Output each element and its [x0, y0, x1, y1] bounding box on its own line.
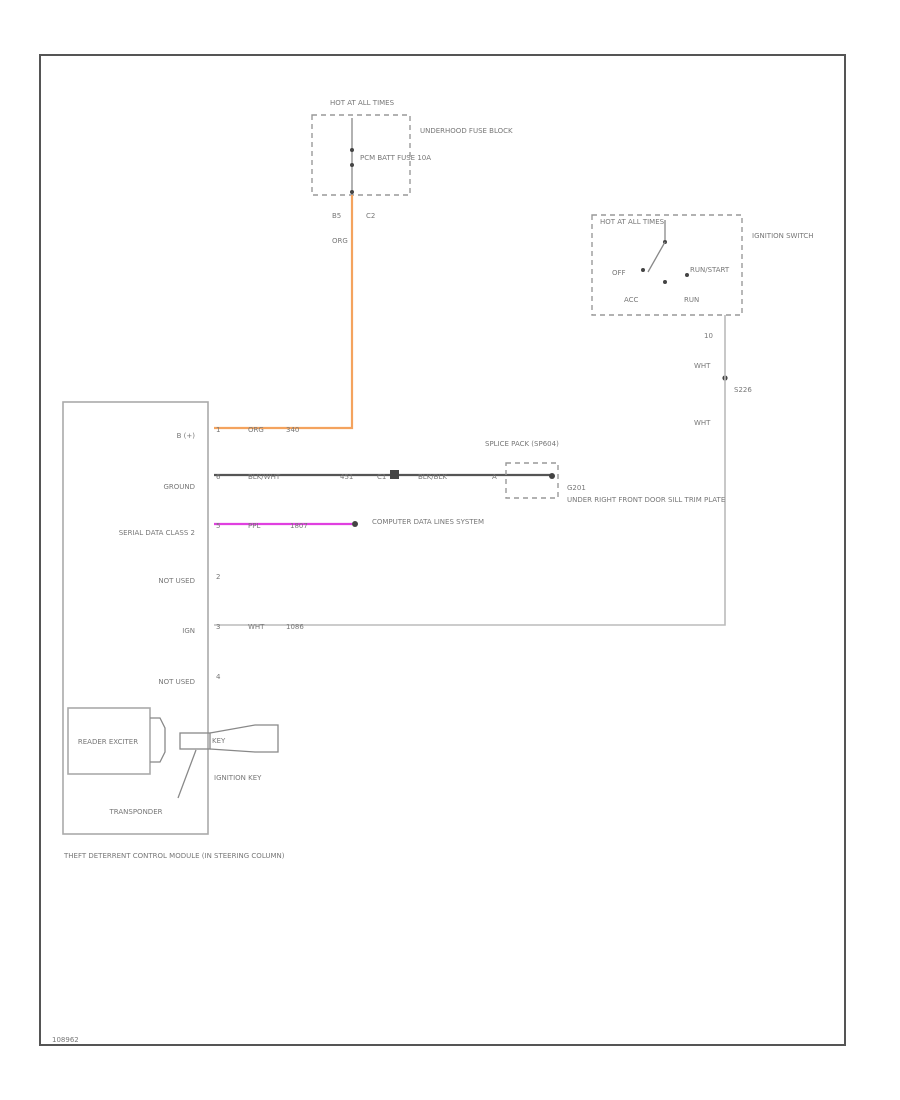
key-code: KEY — [212, 737, 226, 745]
transponder-label: TRANSPONDER — [109, 808, 163, 816]
fuse-wire-color: ORG — [332, 237, 348, 245]
ground-desc: UNDER RIGHT FRONT DOOR SILL TRIM PLATE — [567, 496, 725, 504]
s226-name: S226 — [734, 386, 752, 394]
fuse-block-outline — [311, 114, 411, 196]
pin-label: GROUND — [163, 483, 195, 491]
module-pin-row: NOT USED 2 — [158, 573, 220, 585]
fuse-label: PCM BATT FUSE 10A — [360, 154, 431, 162]
ignition-pin: 10 — [704, 332, 713, 340]
theft-deterrent-module: B (+) 1 ORG 340 GROUND 6 SERIAL DATA CLA… — [62, 401, 308, 860]
ignition-acc-label: ACC — [624, 296, 639, 304]
fuse-pin-right: C2 — [366, 212, 375, 220]
module-pin-row: B (+) 1 ORG 340 — [177, 426, 300, 440]
ignition-switch-name: IGNITION SWITCH — [752, 232, 814, 240]
ignition-wire — [214, 315, 726, 626]
key-head — [179, 732, 211, 750]
fuse-terminal-bottom — [350, 190, 354, 194]
splice-pack-name: SPLICE PACK (SP604) — [485, 440, 559, 448]
pin-wire: PPL — [248, 522, 260, 530]
fuse-hot-label: HOT AT ALL TIMES — [330, 99, 395, 107]
fuse-terminal-top — [350, 148, 354, 152]
data-link: COMPUTER DATA LINES SYSTEM — [352, 518, 484, 527]
underhood-fuse-block: HOT AT ALL TIMES PCM BATT FUSE 10A UNDER… — [311, 99, 513, 245]
pin-num: 4 — [216, 673, 221, 681]
ground-wire-color-a: BLK/WHT — [248, 473, 281, 481]
ground-path: BLK/WHT 451 C1 BLK/BLK A SPLICE PACK (SP… — [248, 440, 725, 504]
key-leader — [177, 749, 197, 799]
pin-num: 3 — [216, 623, 220, 631]
pin-label: SERIAL DATA CLASS 2 — [119, 529, 195, 537]
pin-num: 6 — [216, 473, 221, 481]
ignition-hot-label: HOT AT ALL TIMES — [600, 218, 665, 226]
ground-wire-color-b: BLK/BLK — [418, 473, 447, 481]
pin-num: 1 — [216, 426, 220, 434]
pin-circuit: 1807 — [290, 522, 308, 530]
footer-code: 108962 — [52, 1036, 79, 1044]
reader-exciter-box — [67, 707, 151, 775]
ground-g201-dot — [549, 473, 555, 479]
diagram-frame — [39, 54, 846, 1046]
ground-name: G201 — [567, 484, 586, 492]
pin-label: NOT USED — [158, 577, 195, 585]
data-link-dot — [352, 521, 358, 527]
pin-num: 2 — [216, 573, 220, 581]
ignition-acc-contact — [663, 280, 667, 284]
orange-power-wire — [214, 195, 354, 430]
pin-label: IGN — [182, 627, 195, 635]
pin-circuit: 1086 — [286, 623, 304, 631]
key-shape — [209, 724, 279, 753]
data-link-label: COMPUTER DATA LINES SYSTEM — [372, 518, 484, 526]
pin-circuit: 340 — [286, 426, 299, 434]
ignition-off-contact — [641, 268, 645, 272]
module-name: THEFT DETERRENT CONTROL MODULE (IN STEER… — [63, 852, 285, 860]
fuse-pin-left: B5 — [332, 212, 341, 220]
ignition-start-label: RUN/START — [690, 266, 730, 274]
pin-label: NOT USED — [158, 678, 195, 686]
ignition-off-label: OFF — [612, 269, 626, 277]
splice-pack-outline — [505, 462, 559, 499]
module-pin-row: NOT USED 4 — [158, 673, 221, 686]
ground-connector-block — [390, 470, 399, 479]
reader-label: READER EXCITER — [78, 738, 138, 746]
ignition-switch-outline — [591, 214, 743, 316]
ignition-blade — [647, 241, 666, 273]
ground-connector: C1 — [377, 473, 386, 481]
module-pin-row: IGN 3 WHT 1086 — [182, 623, 304, 635]
module-pin-row: SERIAL DATA CLASS 2 5 PPL 1807 — [119, 522, 308, 537]
splice-s226: WHT S226 WHT — [694, 362, 752, 427]
ignition-run-label: RUN — [684, 296, 699, 304]
key-label: IGNITION KEY — [214, 774, 262, 782]
pin-label: B (+) — [177, 432, 196, 440]
module-outline — [62, 401, 209, 835]
ignition-key: KEY IGNITION KEY — [177, 724, 279, 799]
ignition-switch: HOT AT ALL TIMES IGNITION SWITCH OFF RUN… — [591, 214, 814, 340]
fuse-terminal-mid — [350, 163, 354, 167]
pin-num: 5 — [216, 522, 220, 530]
pin-wire: ORG — [248, 426, 264, 434]
reader-exciter-coil — [150, 717, 166, 763]
ignition-run-contact — [685, 273, 689, 277]
ground-pin: A — [492, 473, 497, 481]
fuse-block-name: UNDERHOOD FUSE BLOCK — [420, 127, 513, 135]
ground-circuit: 451 — [340, 473, 353, 481]
module-pin-row: GROUND 6 — [163, 473, 221, 491]
s226-wire-top: WHT — [694, 362, 711, 370]
s226-wire-bottom: WHT — [694, 419, 711, 427]
pin-wire: WHT — [248, 623, 265, 631]
